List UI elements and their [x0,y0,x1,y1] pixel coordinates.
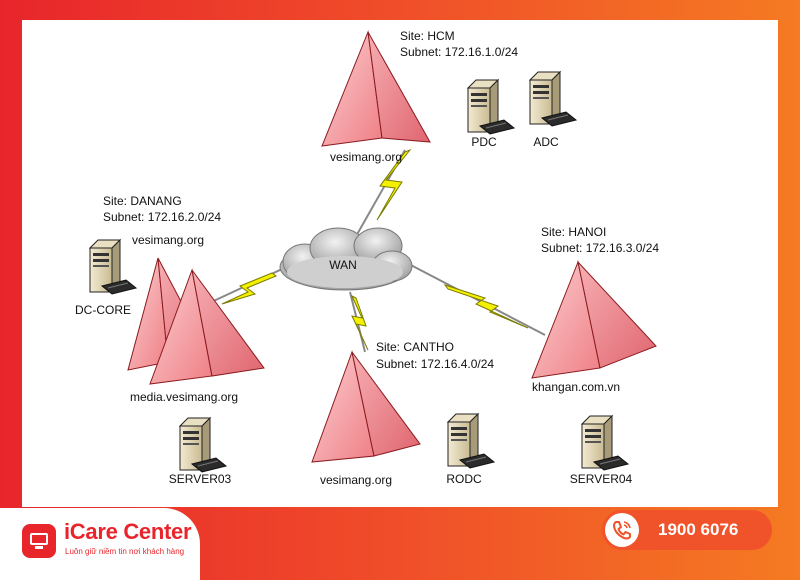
hcm-site-label: Site: HCM [400,29,455,43]
pyramid-hanoi-icon [531,260,657,379]
brand-name: iCare Center [64,519,192,544]
hanoi-site-label: Site: HANOI [541,225,606,239]
pyramid-hcm-icon [321,30,431,147]
danang-site-label: Site: DANANG [103,194,182,208]
hcm-domain-label: vesimang.org [330,150,402,164]
server-server04-icon [581,415,629,471]
pdc-label: PDC [471,135,497,149]
pyramid-danang-front-icon [149,268,265,385]
cantho-subnet-label: Subnet: 172.16.4.0/24 [376,357,494,371]
server-server03-icon [179,417,227,473]
hanoi-subnet-label: Subnet: 172.16.3.0/24 [541,241,659,255]
server-rodc-icon [447,413,495,469]
adc-label: ADC [533,135,559,149]
cantho-site-label: Site: CANTHO [376,340,454,354]
danang-domain-bottom-label: media.vesimang.org [130,390,238,404]
wan-cloud-icon [279,227,413,291]
lightning-cantho [350,294,369,351]
server04-label: SERVER04 [570,472,633,486]
lightning-hcm [376,148,412,221]
monitor-logo-icon [22,524,56,558]
hotline-button[interactable]: 1900 6076 [602,510,772,550]
lightning-danang [221,272,278,305]
cantho-domain-label: vesimang.org [320,473,392,487]
danang-domain-top-label: vesimang.org [132,233,204,247]
server-dc-core-icon [89,239,137,295]
pyramid-cantho-icon [311,350,421,463]
wan-label: WAN [329,258,357,272]
brand-tagline: Luôn giữ niềm tin nơi khách hàng [65,547,185,556]
rodc-label: RODC [446,472,482,486]
server-pdc-icon [467,79,515,135]
lightning-hanoi [443,284,529,329]
hcm-subnet-label: Subnet: 172.16.1.0/24 [400,45,518,59]
server-adc-icon [529,71,577,127]
dc-core-label: DC-CORE [75,303,131,317]
danang-subnet-label: Subnet: 172.16.2.0/24 [103,210,221,224]
phone-icon [605,513,639,547]
hotline-number[interactable]: 1900 6076 [658,520,739,539]
hanoi-domain-label: khangan.com.vn [532,380,620,394]
server03-label: SERVER03 [169,472,232,486]
